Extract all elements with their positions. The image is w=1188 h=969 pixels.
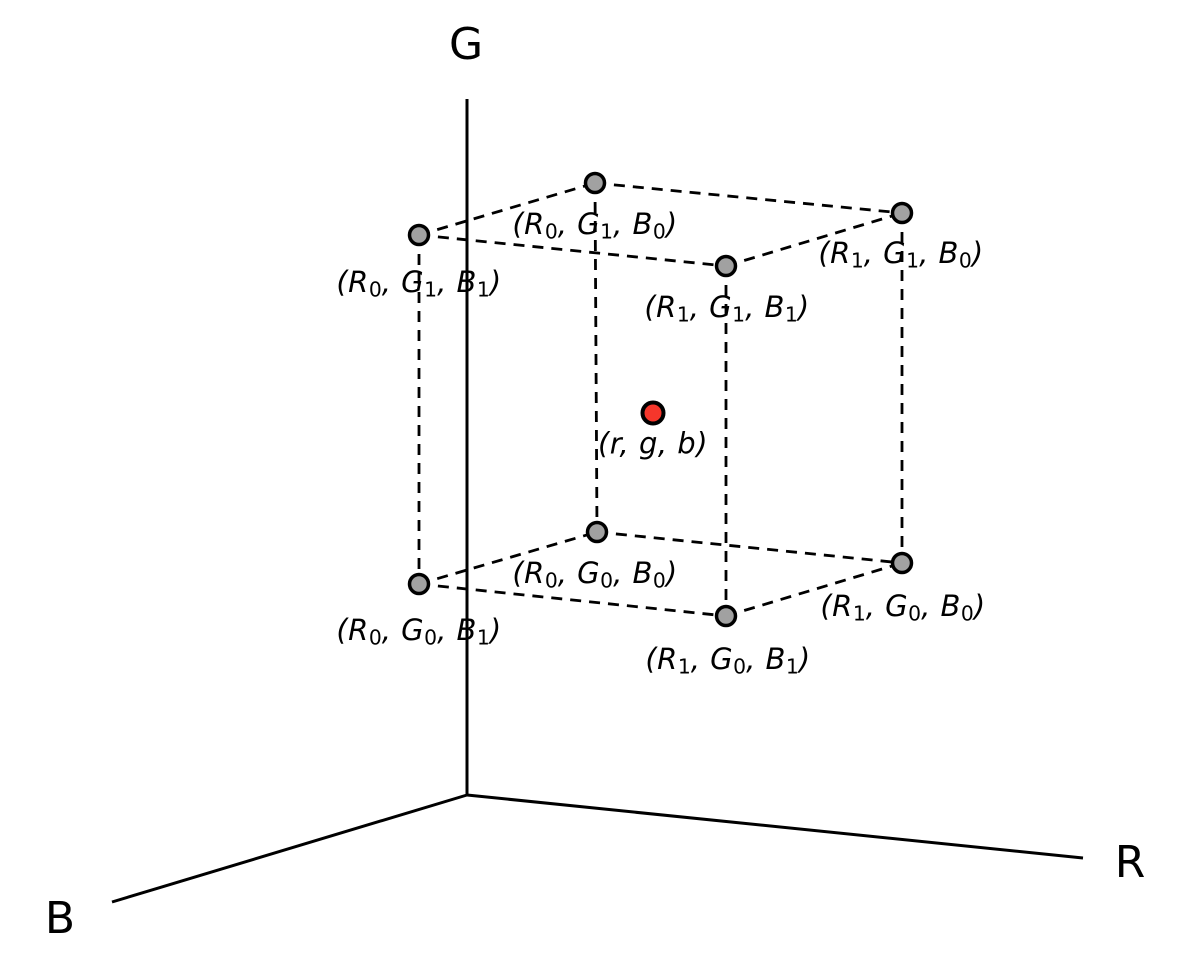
axis-r-line bbox=[466, 793, 1084, 860]
edge-top-right bbox=[725, 211, 903, 268]
dot-R1G0B1 bbox=[714, 604, 738, 628]
label-R1G1B0: (R1, G1, B0) bbox=[818, 236, 984, 273]
label-R0G1B1: (R0, G1, B1) bbox=[336, 265, 502, 302]
edge-top-back bbox=[594, 181, 903, 215]
dot-sample-point-rgb bbox=[640, 400, 666, 426]
dot-R0G1B0 bbox=[583, 171, 607, 195]
dot-R0G0B1 bbox=[407, 572, 431, 596]
edge-bottom-right bbox=[725, 561, 903, 618]
axis-label-g: G bbox=[448, 19, 484, 70]
dot-R1G0B0 bbox=[890, 551, 914, 575]
label-sample-point-rgb: (r, g, b) bbox=[597, 426, 709, 461]
dot-R0G0B0 bbox=[585, 520, 609, 544]
edge-vertical-back-left bbox=[593, 182, 599, 533]
label-R1G1B1: (R1, G1, B1) bbox=[644, 290, 810, 327]
edge-top-left bbox=[418, 181, 596, 237]
axis-b-line bbox=[111, 793, 468, 904]
edge-bottom-left bbox=[418, 530, 598, 586]
axis-label-r: R bbox=[1114, 837, 1146, 888]
edge-top-front bbox=[418, 233, 727, 268]
label-R0G1B0: (R0, G1, B0) bbox=[512, 207, 678, 244]
label-R0G0B0: (R0, G0, B0) bbox=[512, 556, 678, 593]
dot-R0G1B1 bbox=[407, 223, 431, 247]
label-R1G0B0: (R1, G0, B0) bbox=[820, 589, 986, 626]
label-R0G0B1: (R0, G0, B1) bbox=[336, 613, 502, 650]
edge-bottom-front bbox=[418, 582, 727, 618]
dot-R1G1B1 bbox=[714, 254, 738, 278]
axis-label-b: B bbox=[44, 893, 76, 944]
dot-R1G1B0 bbox=[890, 201, 914, 225]
edge-bottom-back bbox=[596, 530, 903, 565]
label-R1G0B1: (R1, G0, B1) bbox=[645, 642, 811, 679]
